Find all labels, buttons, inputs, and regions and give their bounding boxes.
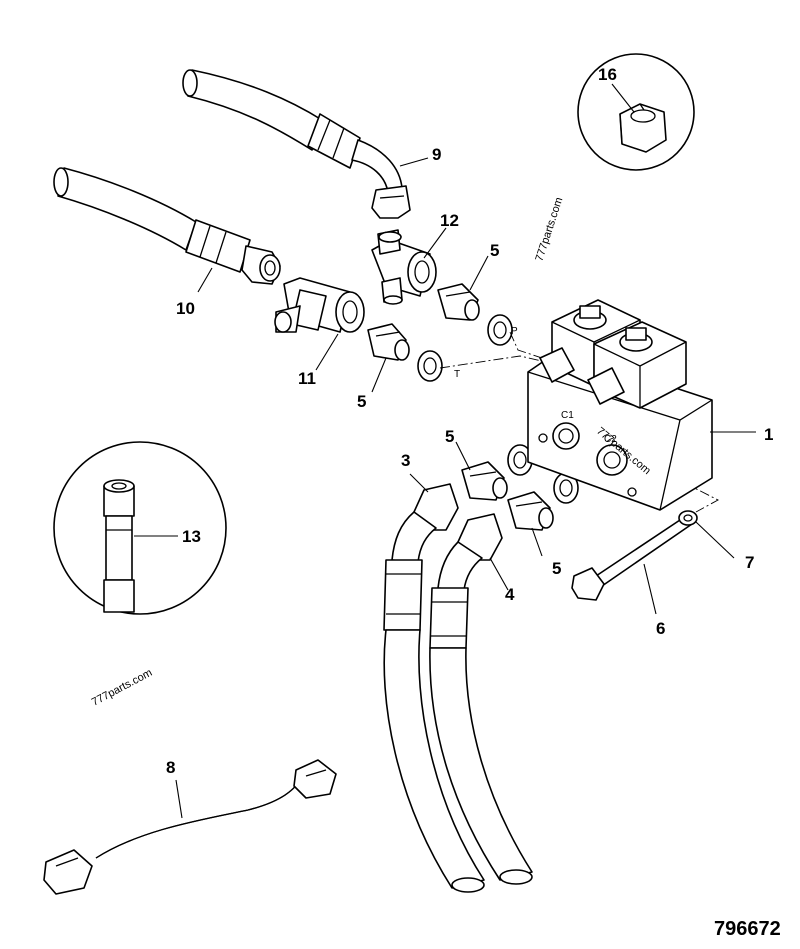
callout-5-upper: 5 [490,241,499,260]
wiring-harness [43,759,337,895]
adapter-middle [367,323,410,361]
callout-5-lower-left: 5 [445,427,454,446]
callout-16: 16 [598,65,617,84]
watermark-top: 777parts.com [533,196,565,263]
port-label-p: P [511,326,518,337]
callout-12: 12 [440,211,459,230]
valve-block [527,299,713,511]
callout-13: 13 [182,527,201,546]
port-label-t: T [454,369,460,380]
callout-6: 6 [656,619,665,638]
callout-4: 4 [505,585,515,604]
callout-11: 11 [298,369,316,388]
port-label-c2: C2 [604,434,617,445]
tee-upper [371,229,437,305]
port-labels: T P C1 C2 [454,326,617,445]
adapter-lower-right [507,491,554,531]
callout-8: 8 [166,758,175,777]
drawing-number: 796672 [714,918,781,940]
callout-1: 1 [764,425,773,444]
hose-right [429,513,533,885]
washer [678,510,698,526]
callout-7: 7 [745,553,754,572]
tee-lower [274,277,365,333]
port-label-c1: C1 [561,410,574,421]
hose-left [383,483,485,893]
callout-5-lower-right: 5 [552,559,561,578]
bolt [571,515,693,601]
watermark-left: 777parts.com [90,667,154,709]
hose-middle [53,167,281,285]
callout-labels: 1 3 4 5 5 5 5 6 7 8 9 10 11 12 13 16 [166,65,773,777]
callout-10: 10 [176,299,195,318]
adapter-upper [437,283,480,321]
hose-end-detail [53,441,227,615]
callout-5-middle: 5 [357,392,366,411]
adapter-lower-left [461,461,508,501]
nut-detail [577,53,695,171]
hose-top [182,69,411,219]
callout-3: 3 [401,451,410,470]
seal-rings [417,314,579,504]
leader-lines [134,83,756,819]
callout-9: 9 [432,145,441,164]
